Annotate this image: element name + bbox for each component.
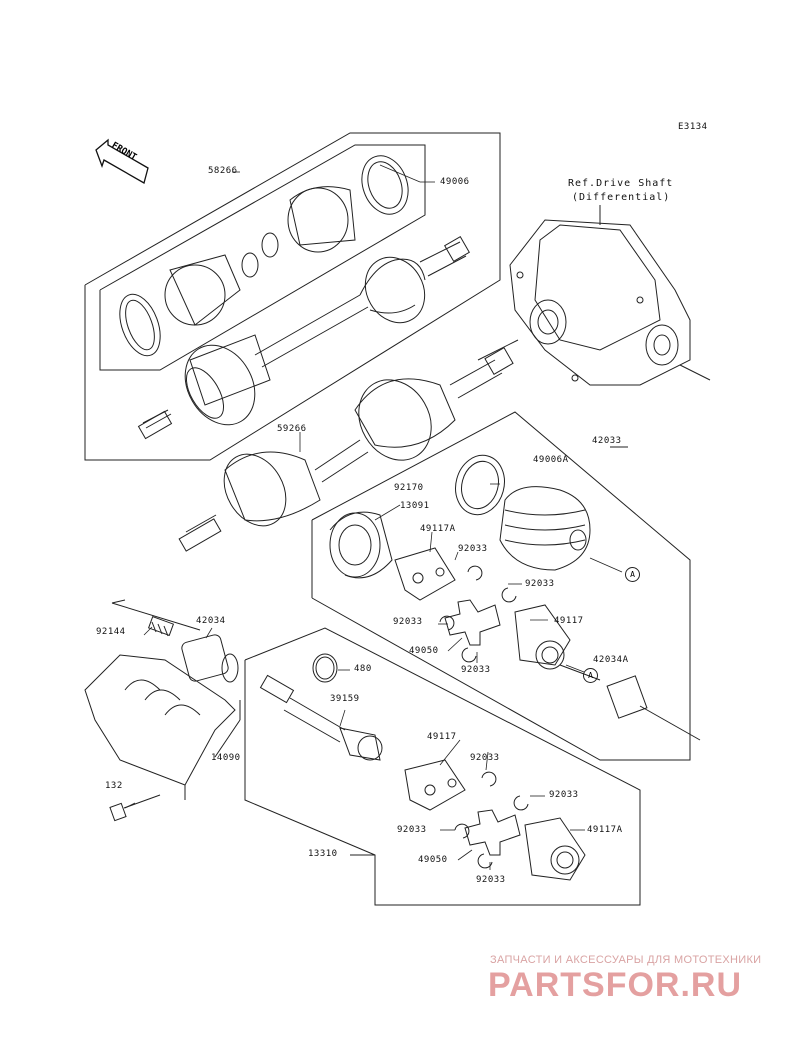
- lower-shaft-parts: [259, 653, 383, 761]
- callout-92170: 92170: [394, 483, 424, 493]
- callout-92144: 92144: [96, 627, 126, 637]
- callout-49117-low: 49117: [427, 732, 457, 742]
- marker-a-lower: A: [583, 668, 598, 683]
- boot-parts-lower: [329, 454, 591, 579]
- reference-line1: Ref.Drive Shaft: [568, 178, 674, 189]
- callout-92033-h: 92033: [476, 875, 506, 885]
- left-parts: [84, 599, 241, 822]
- callout-92033-f: 92033: [549, 790, 579, 800]
- front-axle-lower: [178, 347, 514, 552]
- callout-42034: 42034: [196, 616, 226, 626]
- diagram-code: E3134: [678, 122, 708, 132]
- callout-92033-c: 92033: [393, 617, 423, 627]
- callout-49117A-low: 49117A: [587, 825, 623, 835]
- callout-92033-b: 92033: [525, 579, 555, 589]
- callout-42033: 42033: [592, 436, 622, 446]
- rear-kit-box: [311, 411, 691, 761]
- callout-49006A: 49006A: [533, 455, 569, 465]
- u-joint-lower: [404, 759, 586, 881]
- front-arrow-icon: [95, 138, 149, 184]
- callout-92033-d: 92033: [461, 665, 491, 675]
- callout-92033-a: 92033: [458, 544, 488, 554]
- callout-13091: 13091: [400, 501, 430, 511]
- callout-49006: 49006: [440, 177, 470, 187]
- watermark-brand: PARTSFOR.RU: [488, 966, 743, 1004]
- differential-housing: [477, 205, 711, 386]
- callout-49050-low: 49050: [418, 855, 448, 865]
- callout-39159: 39159: [330, 694, 360, 704]
- boot-kit-box: [84, 132, 501, 461]
- callout-59266: 59266: [277, 424, 307, 434]
- callout-49050-top: 49050: [409, 646, 439, 656]
- reference-line2: (Differential): [572, 192, 671, 203]
- callout-42034A: 42034A: [593, 655, 629, 665]
- callout-58266-top: 58266: [208, 166, 238, 176]
- callout-132: 132: [105, 781, 123, 791]
- callout-92033-e: 92033: [470, 753, 500, 763]
- lower-kit-box: [244, 627, 641, 906]
- callout-14090: 14090: [211, 753, 241, 763]
- leader-lines: [124, 164, 623, 870]
- u-joint-upper: [394, 547, 701, 741]
- callout-13310: 13310: [308, 849, 338, 859]
- callout-480: 480: [354, 664, 372, 674]
- front-axle-upper: [137, 236, 470, 440]
- marker-a-upper: A: [625, 567, 640, 582]
- boot-parts-upper: [119, 155, 409, 357]
- callout-49117A-top: 49117A: [420, 524, 456, 534]
- callout-49117-right: 49117: [554, 616, 584, 626]
- callout-92033-g: 92033: [397, 825, 427, 835]
- watermark-subtitle: ЗАПЧАСТИ И АКСЕССУАРЫ ДЛЯ МОТОТЕХНИКИ: [490, 954, 762, 966]
